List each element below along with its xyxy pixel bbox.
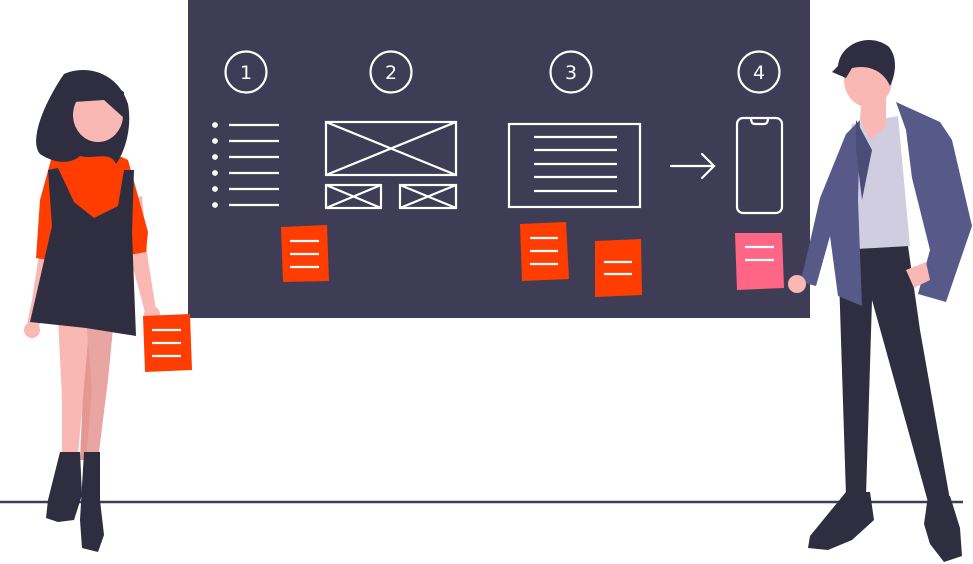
sticky-note-icon [281,225,329,282]
image-wireframe-icon [324,120,458,210]
arrow-right-icon [669,152,716,180]
woman-figure [24,69,160,552]
step-2-label: 2 [385,62,397,84]
sticky-note-icon [595,239,642,297]
sticky-note-icon [735,233,784,290]
text-block-wireframe-icon [507,122,642,209]
sticky-note-icon [520,222,569,281]
step-3-circle: 3 [549,50,593,94]
man-figure [788,39,972,562]
whiteboard-panel [188,0,810,318]
step-2-circle: 2 [369,50,413,94]
step-1-label: 1 [240,62,252,84]
step-4-circle: 4 [737,50,781,94]
step-1-circle: 1 [224,50,268,94]
step-3-label: 3 [565,62,577,84]
list-wireframe-icon [212,122,279,208]
step-4-label: 4 [753,62,765,84]
mobile-phone-icon [735,116,784,215]
sticky-note-icon [143,314,192,372]
